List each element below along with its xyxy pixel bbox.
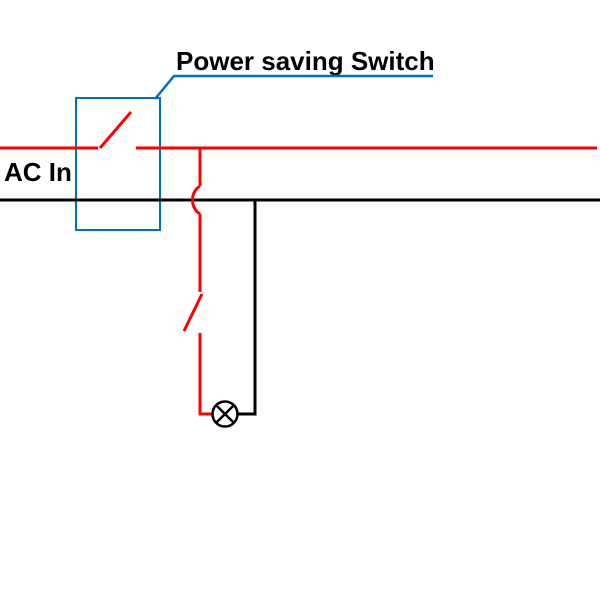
lamp-wire-live [198,333,212,416]
wire-hop [191,184,201,216]
lamp-wire-neutral [238,200,257,416]
page-title: Power saving Switch [176,46,435,76]
lamp-icon [211,400,239,428]
power-switch-blade [98,111,133,149]
switch-box [75,97,161,231]
title-leader-line [154,74,433,100]
ac-in-label: AC In [4,157,72,187]
lamp-cross-2 [215,404,235,424]
lamp-switch-blade [182,293,204,332]
